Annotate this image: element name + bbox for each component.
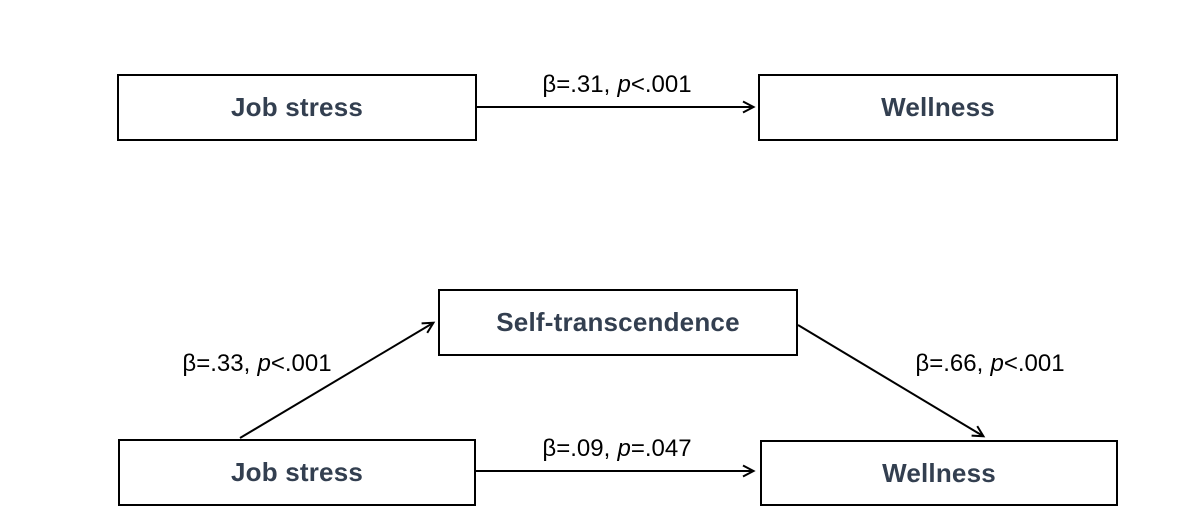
path-b-coefficient-label: β=.66,p<.001 [880,350,1100,378]
coef-text: β=.66, [915,350,984,377]
coef-text: β=.31, [542,71,611,98]
p-symbol: p [617,71,631,98]
mediation-model-mediator-box: Self-transcendence [438,289,798,356]
outcome-box-label: Wellness [882,457,996,488]
predictor-box-label: Job stress [230,457,364,487]
predictor-box-label: Job stress [230,92,364,122]
path-c-prime-coefficient-label: β=.09,p=.047 [497,435,737,463]
path-c-coefficient-label: β=.31,p<.001 [497,71,737,99]
p-symbol: p [257,350,271,377]
mediation-model-predictor-box: Job stress [118,439,476,506]
path-a-arrow [239,321,436,439]
mediator-box-label: Self-transcendence [496,307,740,337]
p-value: =.047 [630,435,692,462]
outcome-box-label: Wellness [881,92,995,122]
total-model-predictor-box: Job stress [117,74,477,141]
path-a-coefficient-label: β=.33,p<.001 [147,350,367,378]
mediation-model-outcome-box: Wellness [760,440,1118,506]
coef-text: β=.33, [182,350,251,377]
p-symbol: p [617,435,631,462]
p-value: <.001 [270,350,332,377]
p-symbol: p [990,350,1004,377]
total-model-outcome-box: Wellness [758,74,1118,141]
coef-text: β=.09, [542,435,611,462]
p-value: <.001 [1003,350,1065,377]
path-b-arrow [797,324,986,438]
p-value: <.001 [630,71,692,98]
